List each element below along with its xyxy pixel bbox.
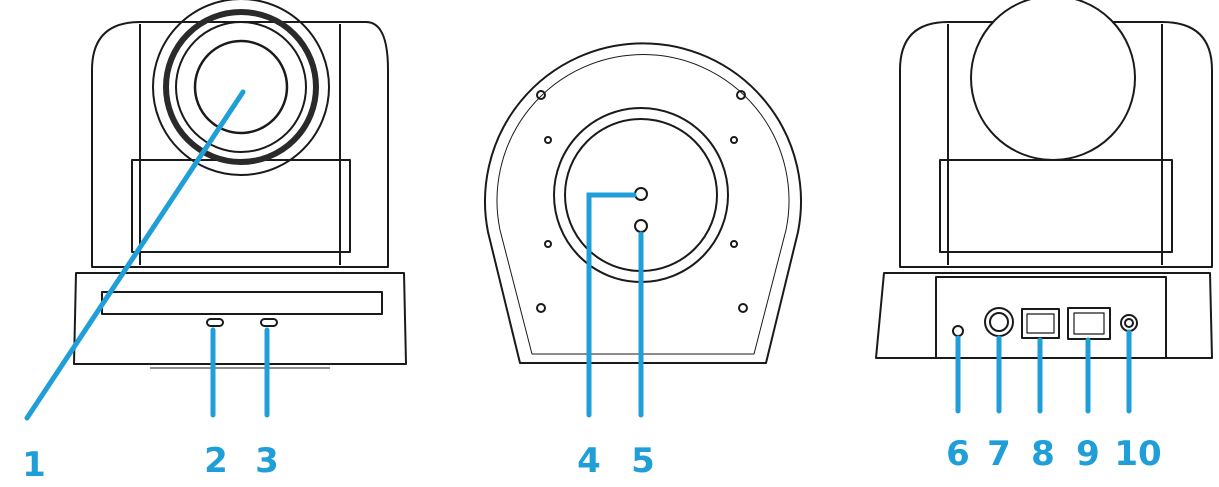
callout-label-3: 3 [255,441,279,481]
callout-label-1: 1 [22,445,46,483]
callout-label-6: 6 [946,434,970,474]
callout-label-10: 10 [1114,434,1161,474]
callout-label-2: 2 [204,441,228,481]
callout-label-8: 8 [1031,434,1055,474]
callout-line-1 [24,89,246,421]
rear-view [875,0,1213,359]
positioning-hole [634,219,648,233]
port-9-inner [1073,312,1105,335]
rear-base [875,272,1213,359]
callout-label-7: 7 [987,434,1011,474]
tripod-screw-hole [634,187,648,201]
screw-hole [736,90,746,100]
screw-hole [544,240,552,248]
lens-inner-ring [175,21,307,153]
indicator-2 [206,318,224,327]
front-base [73,272,407,365]
rear-head-dome [970,0,1136,161]
rear-port-panel [935,276,1167,359]
screw-hole [536,303,546,313]
front-arm-housing [91,21,389,268]
front-head-panel [131,159,351,253]
port-10-inner [1124,318,1134,328]
screw-hole [730,136,738,144]
bottom-plate-outline [484,42,802,364]
rear-head-panel [939,159,1173,253]
callout-line-4 [586,192,637,418]
lens-glass [193,39,289,135]
screw-hole [730,240,738,248]
bottom-plate-inner [496,54,790,355]
screw-hole [738,303,748,313]
callout-label-4: 4 [577,441,601,481]
callout-label-9: 9 [1076,434,1100,474]
rear-arm-housing [899,21,1213,268]
port-7-inner [989,312,1009,332]
screw-hole [536,90,546,100]
screw-hole [544,136,552,144]
front-view [73,0,407,369]
callout-label-5: 5 [631,441,655,481]
indicator-3 [260,318,278,327]
port-8-inner [1026,313,1055,334]
lens-ring [163,9,319,165]
lens-outer-ring [152,0,330,176]
